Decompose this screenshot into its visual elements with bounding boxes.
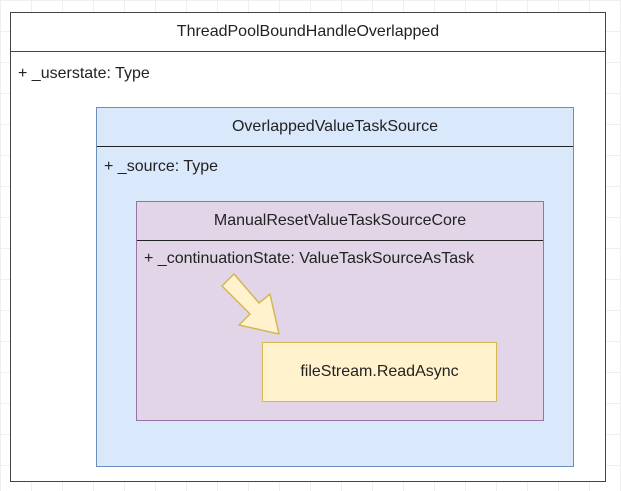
field-continuationstate: + _continuationState: ValueTaskSourceAsT… — [144, 250, 475, 267]
class-title-overlappedvaluetasksource: OverlappedValueTaskSource — [97, 108, 573, 147]
class-title-threadpoolboundhandleoverlapped: ThreadPoolBoundHandleOverlapped — [11, 13, 605, 52]
class-box-manualresetvaluetasksourcecore[interactable]: ManualResetValueTaskSourceCore + _contin… — [136, 201, 544, 421]
class-box-overlappedvaluetasksource[interactable]: OverlappedValueTaskSource + _source: Typ… — [96, 107, 574, 467]
field-userstate: + _userstate: Type — [18, 65, 150, 82]
note-filestream-readasync[interactable]: fileStream.ReadAsync — [262, 342, 497, 402]
arrow-icon — [221, 273, 280, 335]
class-box-threadpoolboundhandleoverlapped[interactable]: ThreadPoolBoundHandleOverlapped + _users… — [10, 12, 606, 482]
class-title-manualresetvaluetasksourcecore: ManualResetValueTaskSourceCore — [137, 202, 543, 241]
field-source: + _source: Type — [104, 158, 218, 175]
